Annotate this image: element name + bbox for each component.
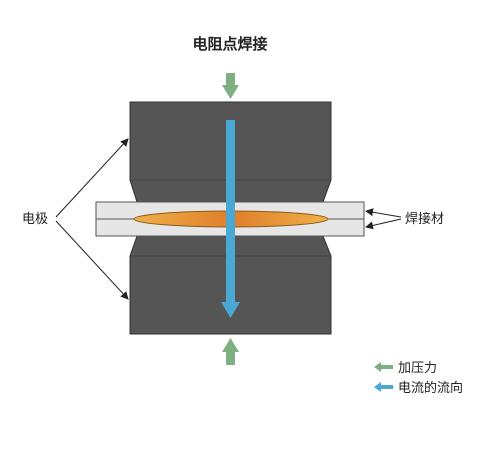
legend-current-arrow-icon [374,382,381,392]
legend-item-current: 电流的流向 [374,380,463,396]
weld-material-pointer-upper [365,208,402,218]
weld-material-label: 焊接材 [405,211,444,227]
diagram-title: 电阻点焊接 [192,35,267,53]
legend-pressure-label: 加压力 [398,361,437,376]
bottom-pressure-arrow [222,338,239,365]
electrode-pointer-upper [55,138,129,218]
electrode-label: 电极 [22,212,48,227]
electrode-pointer-lower [55,220,129,300]
weld-material-pointer-lower [365,218,402,230]
legend-current-label: 电流的流向 [398,380,463,396]
legend: 加压力 电流的流向 [374,361,463,396]
top-pressure-arrow [222,73,239,99]
legend-item-pressure: 加压力 [374,361,437,376]
current-flow-arrow [221,120,240,318]
legend-pressure-arrow-icon [374,362,381,372]
